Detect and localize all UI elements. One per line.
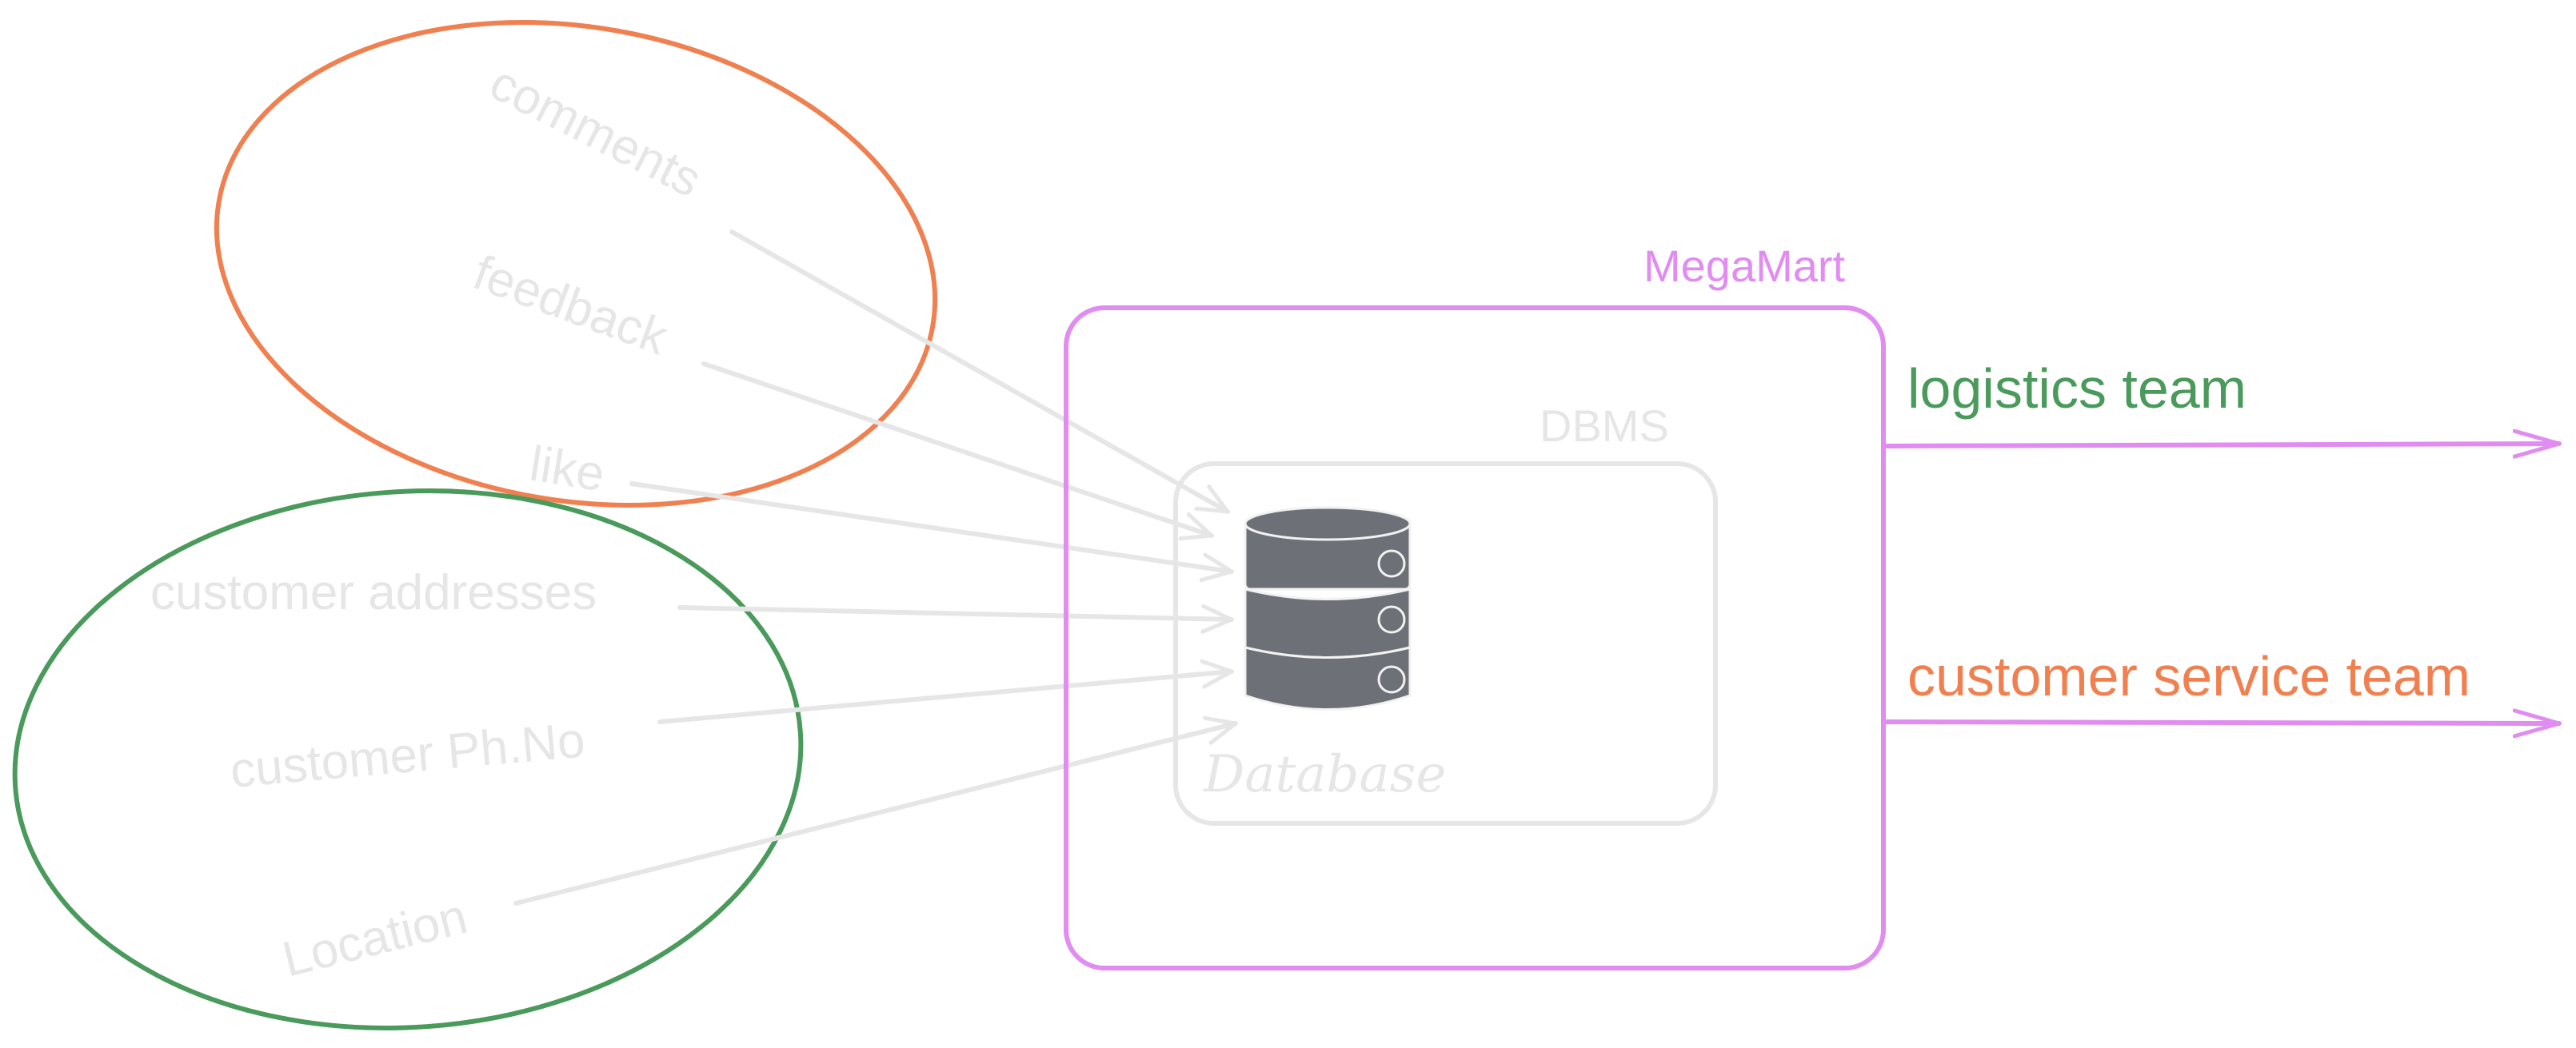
arrow-customer-phone — [657, 671, 1234, 724]
arrow-comments — [729, 229, 1230, 514]
label-like: like — [526, 436, 609, 503]
database-icon — [1244, 506, 1412, 711]
arrow-location — [513, 723, 1238, 906]
dbms-box — [1173, 461, 1718, 826]
arrow-feedback — [701, 361, 1214, 536]
input-labels: comments feedback like customer addresse… — [150, 55, 710, 988]
dbms-label: DBMS — [1540, 400, 1669, 451]
label-location: Location — [278, 889, 473, 988]
output-arrows — [1883, 444, 2562, 723]
arrow-customer-addresses — [677, 608, 1234, 620]
label-customer-phone: customer Ph.No — [228, 712, 587, 798]
label-customer-addresses: customer addresses — [150, 565, 597, 620]
customer-info-group — [12, 488, 804, 1030]
logistics-team-label: logistics team — [1907, 357, 2247, 420]
arrow-logistics — [1883, 444, 2562, 446]
database-label: Database — [1203, 745, 1446, 804]
arrow-like — [629, 481, 1234, 572]
megamart-label: MegaMart — [1643, 241, 1846, 291]
unstructured-feedback-group — [214, 20, 938, 508]
customer-service-team-label: customer service team — [1907, 645, 2470, 707]
input-arrows — [513, 229, 1238, 906]
label-comments: comments — [481, 55, 710, 208]
megamart-box — [1064, 305, 1886, 970]
arrow-customer-service — [1883, 722, 2562, 723]
label-feedback: feedback — [466, 245, 675, 365]
